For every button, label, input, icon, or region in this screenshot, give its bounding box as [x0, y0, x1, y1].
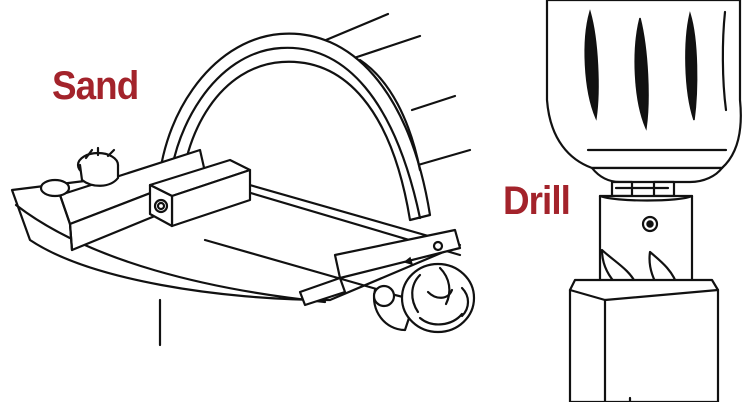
- sander-motor-housing: [158, 12, 472, 347]
- drill-bit: [598, 194, 694, 292]
- drill-workpiece: [568, 278, 720, 402]
- drill-label: Drill: [503, 179, 571, 223]
- sand-label: Sand: [52, 64, 139, 108]
- square-workpiece: [148, 158, 252, 228]
- table-lock-knob: [372, 262, 476, 334]
- chuck-jaws: [610, 180, 676, 198]
- drill-chuck: [545, 0, 742, 184]
- table-slot: [298, 228, 462, 307]
- sanding-disc-guard: [156, 32, 432, 222]
